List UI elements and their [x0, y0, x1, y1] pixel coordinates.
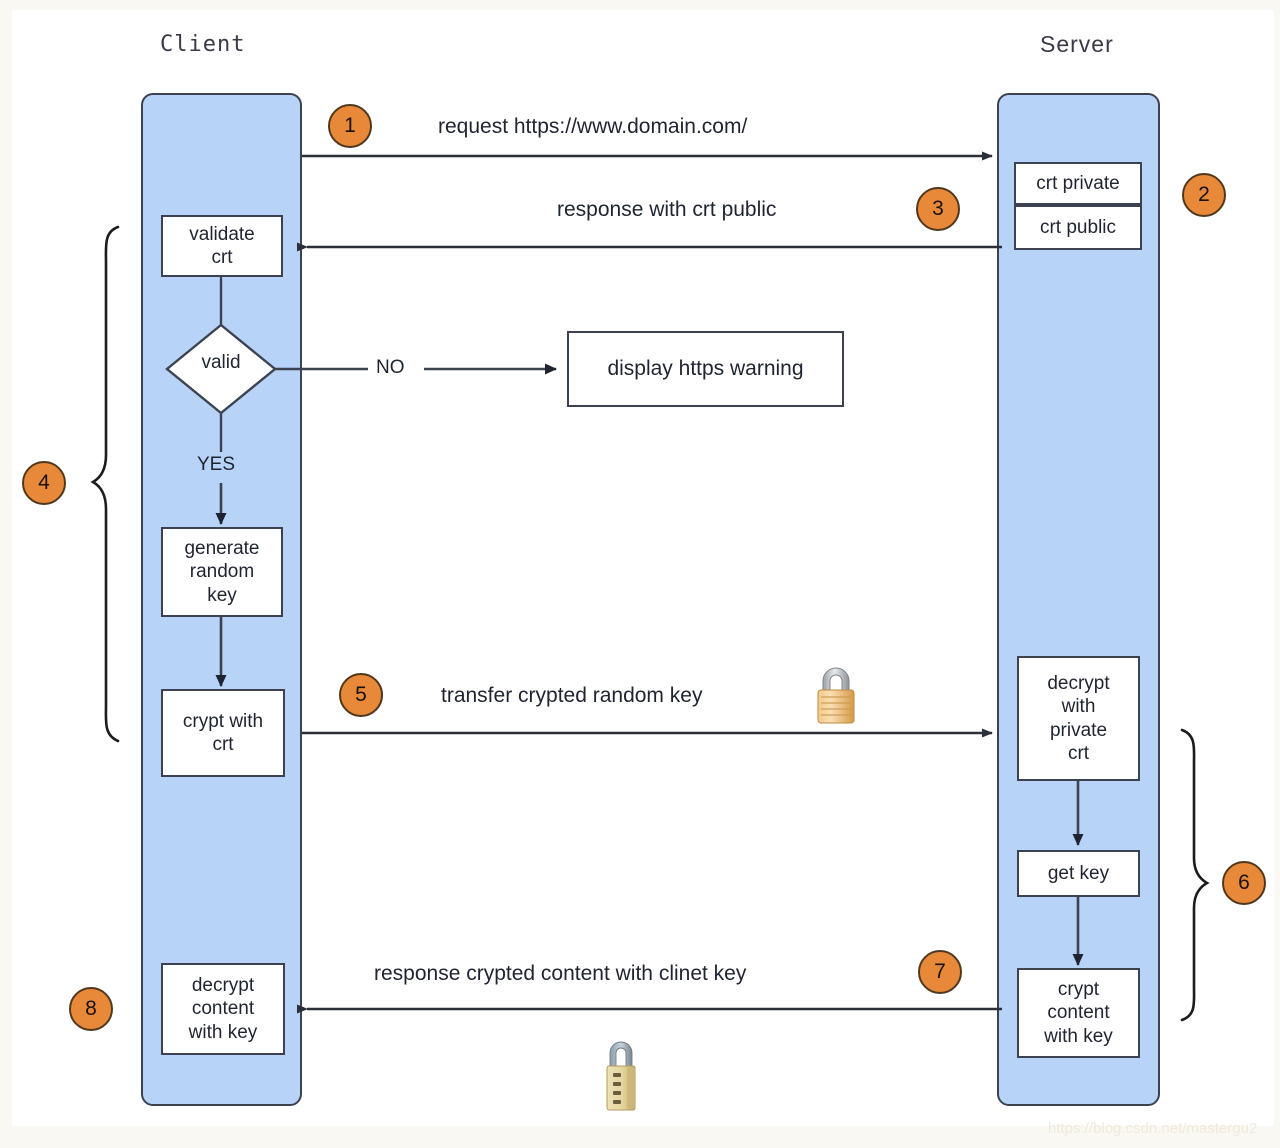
step-badge-1: 1 [328, 104, 372, 148]
client-decision-valid-label: valid [201, 352, 241, 373]
client-node-generate-random-key: generate random key [161, 527, 283, 617]
server-node-crypt-content-with-key: crypt content with key [1017, 968, 1140, 1058]
client-lane-title: Client [160, 32, 246, 57]
watermark: https://blog.csdn.net/mastergu2 [1048, 1120, 1258, 1137]
message-label-response-content: response crypted content with clinet key [374, 962, 747, 985]
message-label-transfer-key: transfer crypted random key [441, 684, 703, 707]
step-badge-2: 2 [1182, 173, 1226, 217]
client-node-decrypt-content-with-key: decrypt content with key [161, 963, 285, 1055]
step-badge-3: 3 [916, 187, 960, 231]
decision-branch-yes-label: YES [197, 454, 236, 475]
step-badge-4: 4 [22, 461, 66, 505]
server-node-get-key: get key [1017, 850, 1140, 897]
step-badge-7: 7 [918, 950, 962, 994]
message-label-request: request https://www.domain.com/ [438, 115, 748, 138]
client-node-validate-crt: validate crt [161, 215, 283, 277]
server-node-crt-public: crt public [1014, 205, 1142, 250]
frame-edge-left [0, 0, 12, 1148]
client-decision-valid: valid [167, 352, 275, 386]
message-label-response-crt: response with crt public [557, 198, 777, 221]
node-display-https-warning: display https warning [567, 331, 844, 407]
server-lane-title: Server [1040, 31, 1114, 57]
frame-edge-top [0, 0, 1280, 10]
combination-padlock-icon [597, 1038, 647, 1121]
frame-edge-bottom [0, 1126, 1280, 1148]
decision-branch-no-label: NO [376, 357, 405, 378]
step-badge-5: 5 [339, 673, 383, 717]
server-node-crt-private: crt private [1014, 162, 1142, 205]
frame-edge-right [1274, 0, 1280, 1148]
padlock-closed-icon [807, 664, 865, 731]
client-node-crypt-with-crt: crypt with crt [161, 689, 285, 777]
server-node-decrypt-with-private-crt: decrypt with private crt [1017, 656, 1140, 781]
step-badge-6: 6 [1222, 861, 1266, 905]
step-badge-8: 8 [69, 987, 113, 1031]
